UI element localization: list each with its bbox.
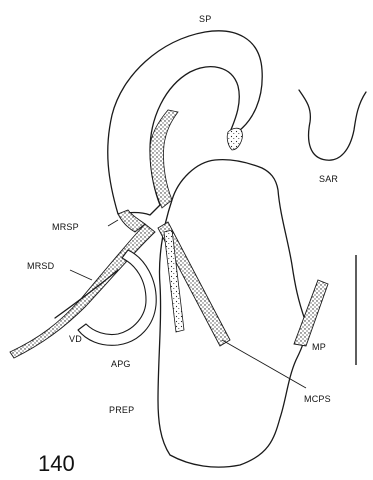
label-prep: PREP — [109, 405, 134, 415]
label-vd: VD — [69, 334, 82, 344]
mrsd-pointer — [70, 270, 92, 280]
label-mp: MP — [312, 342, 326, 352]
mrsp-pointer — [108, 220, 118, 226]
label-mrsd: MRSD — [27, 261, 55, 271]
label-apg: APG — [111, 359, 131, 369]
label-mcps: MCPS — [304, 394, 331, 404]
sar-structure — [299, 90, 366, 160]
label-sar: SAR — [319, 174, 338, 184]
figure-number: 140 — [38, 451, 75, 476]
label-mrsp: MRSP — [52, 222, 79, 232]
label-sp: SP — [199, 14, 211, 24]
sp-stippled-spot — [227, 128, 242, 150]
